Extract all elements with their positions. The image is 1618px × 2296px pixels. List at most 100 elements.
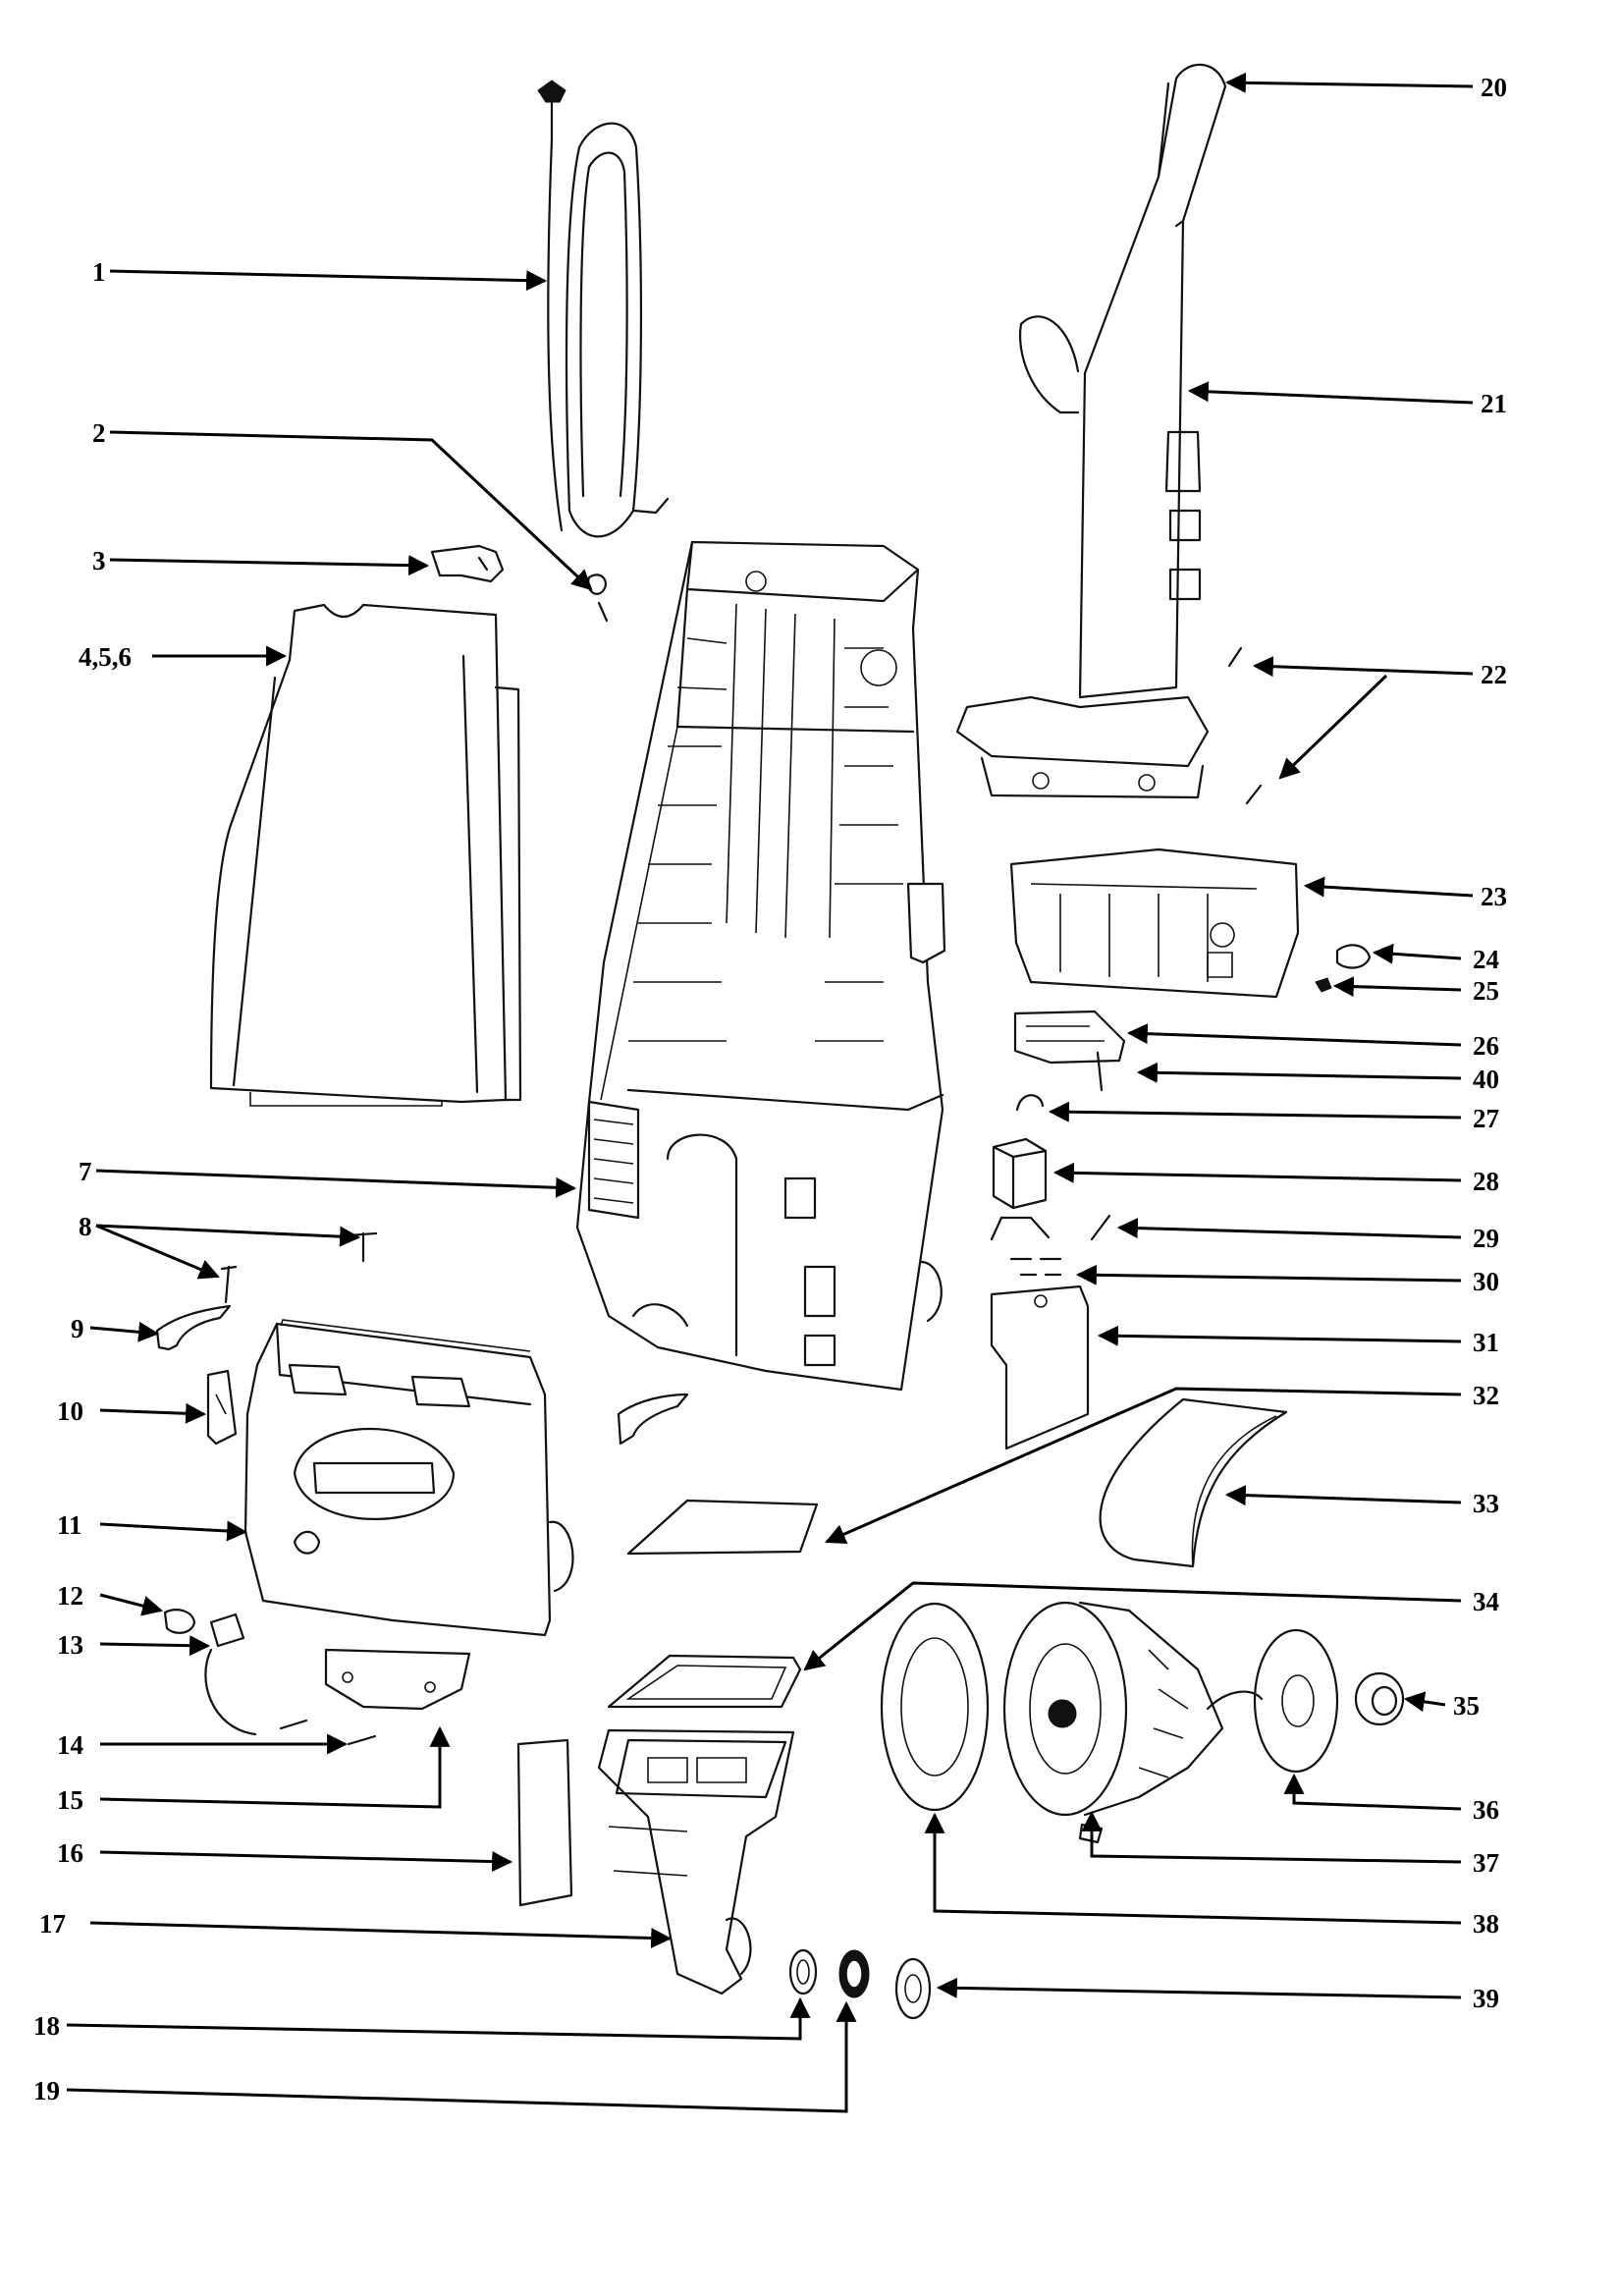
callout-32: 32	[1473, 1381, 1499, 1410]
callout-31: 31	[1473, 1328, 1499, 1357]
gear-19-part	[838, 1949, 870, 1998]
motor-37-part	[1002, 1601, 1264, 1844]
callout-7: 7	[79, 1157, 92, 1186]
callout-20: 20	[1481, 73, 1507, 102]
screws-14-part	[279, 1719, 377, 1746]
leader-35	[1403, 1691, 1446, 1713]
power-cord-part	[537, 80, 670, 538]
leader-34	[803, 1581, 1462, 1671]
callout-26: 26	[1473, 1031, 1499, 1061]
screws-8-part	[220, 1231, 378, 1304]
ring-18-part	[788, 1948, 818, 1995]
callout-12: 12	[57, 1581, 83, 1611]
callout-39: 39	[1473, 1984, 1499, 2013]
callout-15: 15	[57, 1785, 83, 1815]
cord-hook-part	[430, 544, 505, 583]
bracket-9-part	[155, 1304, 689, 1446]
leader-21	[1187, 381, 1474, 405]
clip-27-part	[1015, 1094, 1045, 1112]
switch-box-28-part	[990, 1137, 1051, 1241]
leader-1	[109, 269, 548, 292]
leader-36	[1283, 1773, 1462, 1811]
filter-frame-34-part	[607, 1654, 802, 1709]
callout-34: 34	[1473, 1587, 1499, 1616]
callout-2: 2	[92, 418, 106, 448]
callout-21: 21	[1481, 389, 1507, 418]
leader-2	[109, 430, 593, 591]
leader-32	[825, 1387, 1462, 1545]
leader-37	[1081, 1810, 1462, 1864]
callout-14: 14	[57, 1730, 83, 1760]
callout-22: 22	[1481, 660, 1507, 689]
bag-panel-part	[209, 603, 522, 1107]
callout-4-5-6: 4,5,6	[79, 642, 132, 672]
leader-31	[1097, 1325, 1462, 1346]
base-bracket-23-part	[1009, 847, 1300, 999]
lower-duct-17-part	[597, 1728, 795, 1995]
callout-24: 24	[1473, 945, 1499, 974]
leader-10	[99, 1402, 207, 1424]
callout-19: 19	[33, 2076, 60, 2105]
callout-3: 3	[92, 546, 106, 575]
callout-18: 18	[33, 2011, 60, 2041]
callout-27: 27	[1473, 1104, 1499, 1133]
main-housing-part	[575, 540, 946, 1392]
plate-26-part	[1013, 1010, 1126, 1065]
callout-35: 35	[1453, 1691, 1480, 1721]
callout-17: 17	[39, 1909, 66, 1939]
filter-pad-32-part	[626, 1499, 819, 1556]
latch-10-part	[206, 1369, 238, 1446]
leader-40	[1136, 1062, 1462, 1083]
leader-12	[99, 1593, 164, 1616]
callout-40: 40	[1473, 1065, 1499, 1094]
bottom-plate-15-part	[324, 1648, 471, 1711]
callout-9: 9	[71, 1314, 84, 1343]
leader-16	[99, 1850, 513, 1873]
front-cover-11-part	[243, 1319, 574, 1637]
small-clip-part	[587, 574, 609, 623]
leader-25	[1332, 976, 1462, 998]
leader-33	[1224, 1485, 1462, 1506]
leader-17	[89, 1921, 673, 1948]
leader-8b	[95, 1224, 220, 1280]
callout-29: 29	[1473, 1224, 1499, 1253]
callout-37: 37	[1473, 1848, 1499, 1878]
leader-26	[1126, 1023, 1462, 1047]
callout-1: 1	[92, 257, 106, 287]
leader-27	[1048, 1101, 1462, 1122]
leader-22a	[1252, 656, 1474, 678]
callout-11: 11	[57, 1510, 82, 1540]
callout-labels: 1 2 3 4,5,6 7 8 9 10 11 12 13 14 15 16 1…	[33, 73, 1507, 2105]
leader-15	[99, 1725, 451, 1809]
leader-29	[1116, 1218, 1462, 1239]
leader-8a	[95, 1224, 361, 1247]
callout-36: 36	[1473, 1795, 1499, 1825]
callout-10: 10	[57, 1396, 83, 1426]
leader-19	[66, 2000, 857, 2113]
knob-12-part	[163, 1609, 196, 1634]
leader-24	[1372, 943, 1462, 964]
washer-36-part	[1253, 1628, 1339, 1774]
pins-22-part	[1227, 646, 1263, 805]
leader-23	[1303, 876, 1474, 898]
callout-23: 23	[1481, 882, 1507, 911]
callout-8: 8	[79, 1212, 92, 1241]
leader-28	[1052, 1162, 1462, 1183]
small-parts-24-25	[1315, 944, 1372, 993]
callout-25: 25	[1473, 976, 1499, 1006]
leader-30	[1075, 1264, 1462, 1285]
fan-ring-38-part	[880, 1602, 990, 1812]
leader-22b	[1278, 674, 1388, 780]
callout-16: 16	[57, 1838, 83, 1868]
screw-29-part	[1090, 1214, 1111, 1241]
handle-21-part	[955, 63, 1227, 799]
leader-18	[66, 1996, 811, 2041]
leader-7	[95, 1169, 577, 1198]
callout-28: 28	[1473, 1167, 1499, 1196]
nut-35-part	[1354, 1671, 1405, 1726]
pin-40-part	[1096, 1051, 1104, 1092]
callout-13: 13	[57, 1630, 83, 1660]
filter-panel-16-part	[516, 1738, 573, 1907]
leader-20	[1224, 72, 1474, 93]
